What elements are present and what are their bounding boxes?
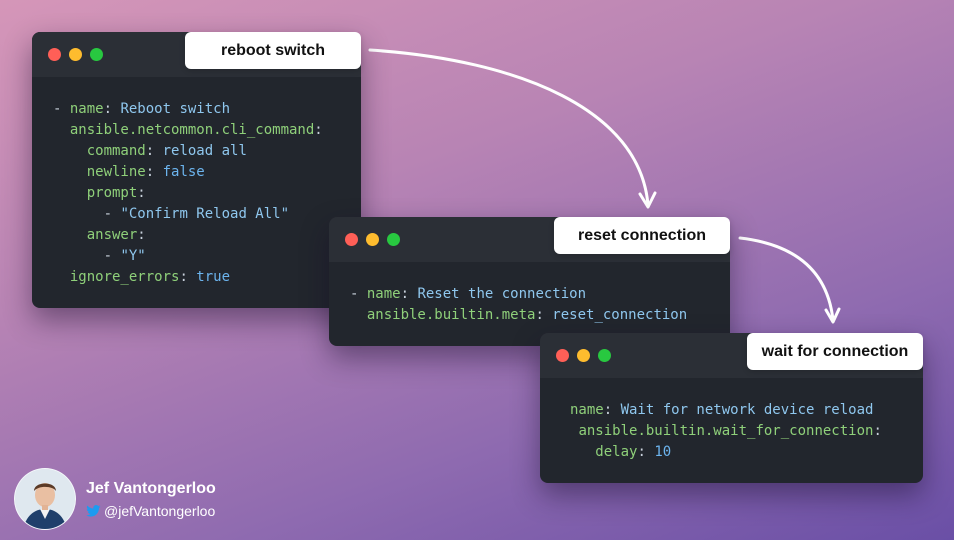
code-token: : <box>637 444 655 460</box>
twitter-bird-icon <box>86 505 101 517</box>
code-token: : <box>137 227 146 243</box>
code-token: Reboot switch <box>120 101 231 117</box>
code-token: : <box>137 185 146 201</box>
code-token <box>53 143 87 159</box>
code-token: : <box>145 143 163 159</box>
code-token: name <box>570 402 604 418</box>
code-token: - <box>350 286 367 302</box>
code-token: "Y" <box>120 248 146 264</box>
code-block: - name: Reboot switch ansible.netcommon.… <box>32 77 361 288</box>
code-token <box>53 227 87 243</box>
code-token: - <box>53 248 121 264</box>
author-block: Jef Vantongerloo @jefVantongerloo <box>14 468 254 530</box>
code-token: ansible.builtin.wait_for_connection <box>578 423 874 439</box>
code-token: : <box>535 307 553 323</box>
arrowhead-reset-to-wait <box>824 307 841 324</box>
code-line: newline: false <box>53 164 205 180</box>
code-block: name: Wait for network device reload ans… <box>540 378 923 463</box>
code-line: delay: 10 <box>570 444 671 460</box>
code-token: false <box>162 164 205 180</box>
code-token: prompt <box>86 185 138 201</box>
code-token: : <box>179 269 197 285</box>
minimize-dot-icon <box>577 349 590 362</box>
code-token: : <box>603 402 621 418</box>
maximize-dot-icon <box>598 349 611 362</box>
code-token: - <box>53 206 121 222</box>
author-handle[interactable]: @jefVantongerloo <box>104 503 216 519</box>
minimize-dot-icon <box>69 48 82 61</box>
code-token: : <box>314 122 323 138</box>
code-token: : <box>873 423 882 439</box>
code-token: : <box>400 286 418 302</box>
step-label-reboot-switch: reboot switch <box>185 32 361 69</box>
code-token: ansible.netcommon.cli_command <box>69 122 315 138</box>
code-line: ansible.netcommon.cli_command: <box>53 122 323 138</box>
code-token: Reset the connection <box>417 286 587 302</box>
code-token <box>53 122 70 138</box>
code-line: answer: <box>53 227 146 243</box>
code-token: - <box>53 101 70 117</box>
code-line: ansible.builtin.meta: reset_connection <box>350 307 687 323</box>
code-block: - name: Reset the connection ansible.bui… <box>329 262 730 326</box>
code-line: ansible.builtin.wait_for_connection: <box>570 423 882 439</box>
code-line: command: reload all <box>53 143 247 159</box>
close-dot-icon <box>556 349 569 362</box>
author-name: Jef Vantongerloo <box>86 480 216 497</box>
code-line: - name: Reboot switch <box>53 101 230 117</box>
avatar <box>14 468 76 530</box>
close-dot-icon <box>345 233 358 246</box>
code-token: newline <box>86 164 146 180</box>
step-label-wait-for-connection: wait for connection <box>747 333 923 370</box>
code-token <box>53 164 87 180</box>
code-line: prompt: <box>53 185 146 201</box>
code-token: Wait for network device reload <box>620 402 874 418</box>
code-token <box>570 444 595 460</box>
maximize-dot-icon <box>90 48 103 61</box>
code-line: ignore_errors: true <box>53 269 230 285</box>
code-token: ansible.builtin.meta <box>366 307 536 323</box>
code-token <box>350 307 367 323</box>
code-token <box>53 185 87 201</box>
code-token: : <box>145 164 163 180</box>
code-window-reboot-switch: - name: Reboot switch ansible.netcommon.… <box>32 32 361 308</box>
code-line: - "Y" <box>53 248 146 264</box>
code-token: "Confirm Reload All" <box>120 206 290 222</box>
maximize-dot-icon <box>387 233 400 246</box>
code-token: reload all <box>162 143 247 159</box>
code-line: - "Confirm Reload All" <box>53 206 289 222</box>
code-token: ignore_errors <box>69 269 180 285</box>
arrow-reset-to-wait <box>738 236 835 322</box>
code-line: name: Wait for network device reload <box>570 402 873 418</box>
code-token: name <box>366 286 401 302</box>
code-token: delay <box>595 444 638 460</box>
minimize-dot-icon <box>366 233 379 246</box>
arrow-reboot-to-reset <box>368 48 650 207</box>
code-token: command <box>86 143 146 159</box>
code-token: reset_connection <box>552 307 688 323</box>
code-token <box>53 269 70 285</box>
arrowhead-reboot-to-reset <box>638 191 657 209</box>
code-token: answer <box>86 227 138 243</box>
close-dot-icon <box>48 48 61 61</box>
code-line: - name: Reset the connection <box>350 286 586 302</box>
step-label-reset-connection: reset connection <box>554 217 730 254</box>
author-handle-row[interactable]: @jefVantongerloo <box>86 503 215 519</box>
code-token: 10 <box>654 444 672 460</box>
code-token: name <box>69 101 104 117</box>
code-token: true <box>196 269 231 285</box>
code-token: : <box>103 101 121 117</box>
